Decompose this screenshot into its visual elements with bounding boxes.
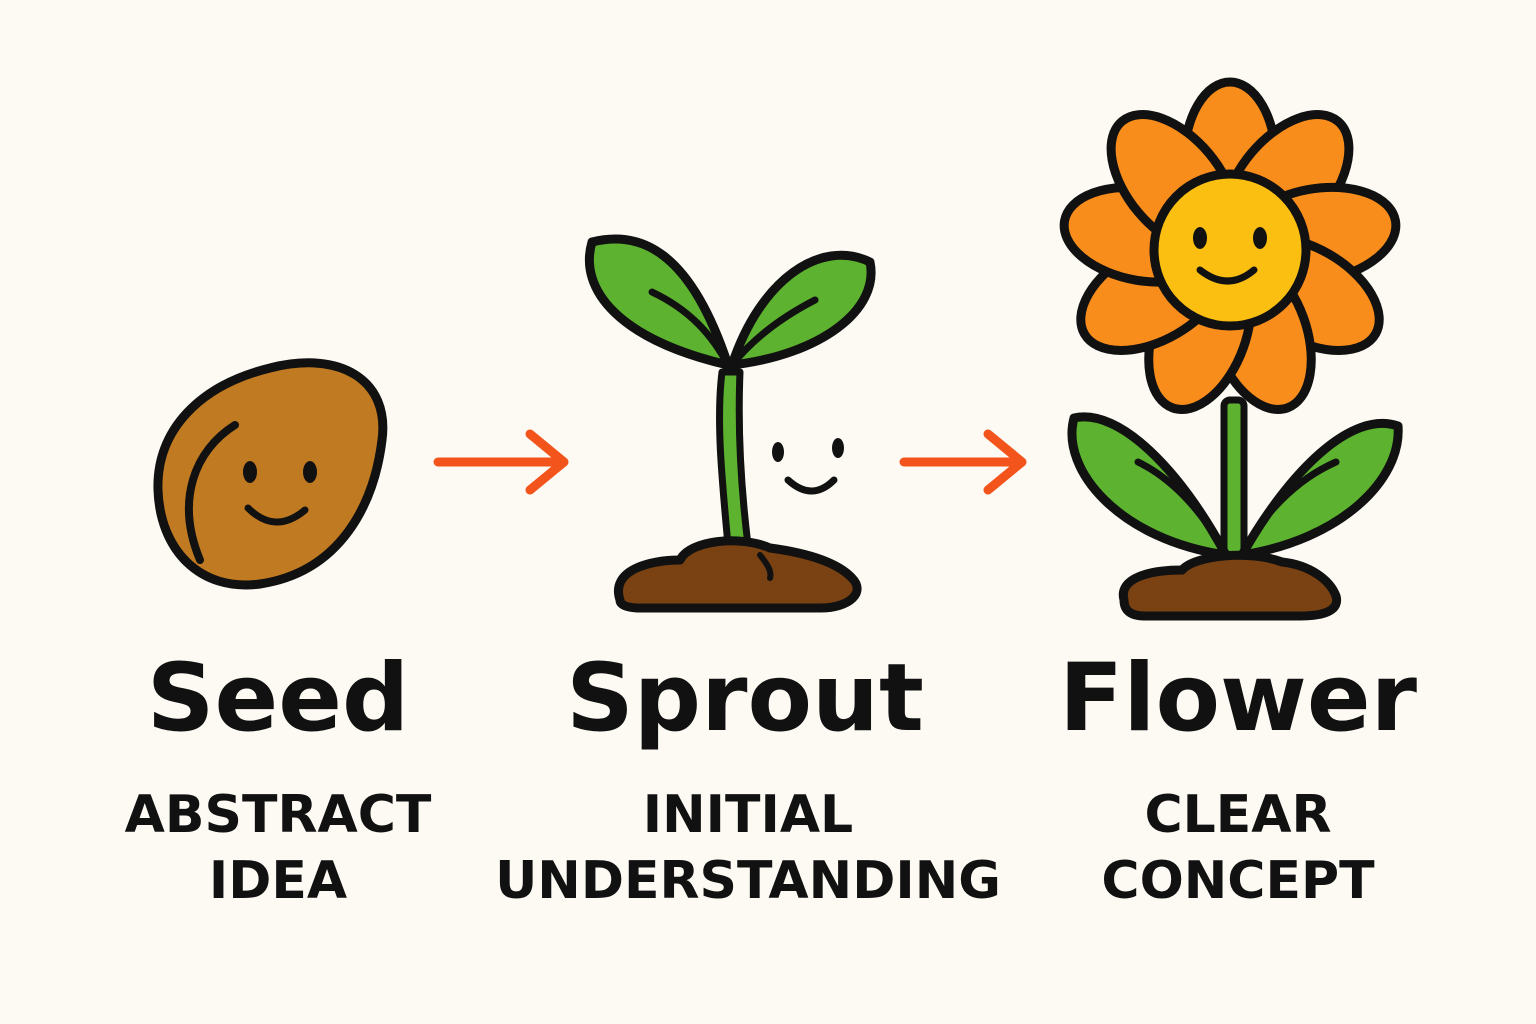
flower-icon [1059,77,1403,621]
seed-eye-left [243,461,257,483]
seed-smile [244,504,309,526]
seed-icon [153,358,388,590]
arrow-icon [433,429,569,495]
stage-description-line: UNDERSTANDING [495,851,1001,911]
flower-eye-right [1253,227,1267,249]
stage-title-sprout: Sprout [566,644,924,753]
stage-title-flower: Flower [1059,644,1417,753]
flower-eye-left [1193,227,1207,249]
sprout-smile [784,476,838,495]
sprout-eye-left [772,442,784,462]
arrow-icon [899,429,1027,495]
stage-description-flower: CLEAR CONCEPT [958,782,1518,914]
stage-description-line: CLEAR [1144,785,1332,845]
sprout-icon [584,234,876,613]
seed-eye-right [303,461,317,483]
stage-description-sprout: INITIAL UNDERSTANDING [468,782,1028,914]
flower-smile [1196,266,1258,285]
stage-description-line: CONCEPT [1101,851,1375,911]
stage-description-seed: ABSTRACT IDEA [0,782,558,914]
stage-description-line: INITIAL [642,785,854,845]
sprout-eye-right [832,438,844,458]
stage-description-line: ABSTRACT [124,785,432,845]
stage-description-line: IDEA [208,851,348,911]
stage-title-seed: Seed [146,644,410,753]
